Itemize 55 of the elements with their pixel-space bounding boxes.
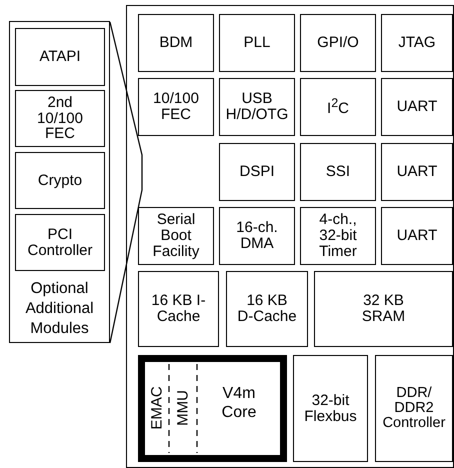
module-box	[138, 355, 287, 462]
module-label: PLL	[242, 35, 272, 51]
module-label: GPI/O	[316, 35, 360, 51]
module-box	[138, 271, 219, 347]
module-box	[219, 78, 295, 136]
module-box	[314, 271, 453, 347]
unit-label: MMU	[174, 390, 192, 426]
module-box	[138, 207, 214, 265]
core-label: V4m Core	[220, 384, 258, 422]
module-label: Crypto	[36, 172, 84, 188]
module-label: 10/100 FEC	[152, 91, 200, 123]
unit-label: EMAC	[148, 386, 166, 430]
module-label: 4-ch., 32-bit Timer	[318, 212, 358, 260]
module-box	[381, 14, 453, 72]
module-box	[300, 14, 376, 72]
module-box	[15, 90, 105, 147]
module-label: USB H/D/OTG	[224, 91, 290, 123]
module-label: ATAPI	[38, 49, 82, 65]
module-box	[226, 271, 308, 347]
module-box	[375, 355, 453, 462]
module-label: DDR/ DDR2 Controller	[382, 386, 446, 432]
module-label: 16 KB I-Cache	[151, 293, 206, 325]
module-box	[138, 14, 214, 72]
module-box	[381, 78, 453, 136]
module-box	[300, 207, 376, 265]
module-label: I$^{2}$C	[326, 97, 350, 117]
module-label: 32 KB SRAM	[360, 293, 406, 325]
module-box	[381, 207, 453, 265]
module-label: 32-bit Flexbus	[303, 392, 358, 424]
module-box	[15, 214, 105, 271]
module-box	[300, 143, 376, 201]
module-label: SSI	[324, 164, 352, 180]
module-box	[300, 78, 376, 136]
panel-caption: Optional Additional Modules	[24, 278, 95, 339]
module-label: DSPI	[238, 164, 276, 180]
module-label: UART	[396, 99, 438, 115]
module-box	[219, 14, 295, 72]
module-box	[381, 143, 453, 201]
module-label: Serial Boot Facility	[152, 212, 200, 260]
module-label: BDM	[158, 35, 194, 51]
module-box	[138, 78, 214, 136]
module-box	[15, 28, 105, 86]
module-label: 2nd 10/100 FEC	[36, 94, 84, 142]
module-label: JTAG	[397, 35, 437, 51]
panel-box	[126, 5, 454, 468]
module-label: 16 KB D-Cache	[236, 293, 298, 325]
module-box	[293, 355, 368, 462]
module-box	[15, 152, 105, 209]
module-box	[219, 207, 295, 265]
module-label: PCI Controller	[26, 226, 94, 258]
optional-modules-panel	[9, 21, 110, 343]
module-label: 16-ch. DMA	[235, 220, 279, 252]
module-label: UART	[396, 164, 438, 180]
module-box	[219, 143, 295, 201]
module-label: UART	[396, 228, 438, 244]
